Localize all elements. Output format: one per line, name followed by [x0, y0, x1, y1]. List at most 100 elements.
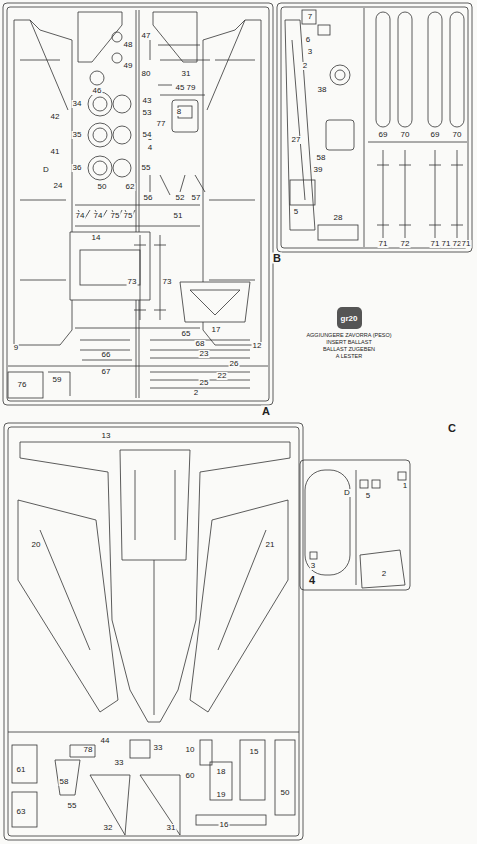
callout-number: 18	[216, 768, 227, 776]
callout-number: 14	[91, 234, 102, 242]
callout-number: D	[343, 489, 351, 497]
callout-number: 24	[53, 182, 64, 190]
callout-number: 70	[400, 131, 411, 139]
callout-number: 67	[101, 368, 112, 376]
callout-number: 59	[52, 376, 63, 384]
callout-number: 50	[97, 183, 108, 191]
callout-number: 58	[316, 154, 327, 162]
callout-number: 76	[17, 381, 28, 389]
callout-number: AGGIUNGERE ZAVORRA (PESO)	[305, 333, 392, 339]
callout-number: 71	[430, 240, 441, 248]
callout-number: 50	[280, 789, 291, 797]
callout-number: 27	[291, 136, 302, 144]
callout-number: 5	[365, 492, 371, 500]
callout-number: 74	[75, 212, 86, 220]
callout-number: 7	[307, 13, 313, 21]
callout-number: 31	[166, 824, 177, 832]
callout-number: 71	[461, 240, 472, 248]
callout-number: D	[42, 166, 50, 174]
callout-number: 4	[308, 575, 316, 586]
callout-number: 15	[249, 748, 260, 756]
callout-number: 80	[141, 70, 152, 78]
callout-number: 77	[156, 120, 167, 128]
callout-number: 41	[50, 148, 61, 156]
callout-number: 48	[123, 41, 134, 49]
callout-number: 2	[302, 62, 308, 70]
callout-number: 49	[123, 62, 134, 70]
callout-number: 23	[199, 350, 210, 358]
ballast-badge: gr20	[337, 307, 362, 329]
callout-number: 55	[67, 802, 78, 810]
callout-number: 10	[185, 746, 196, 754]
callout-number: 26	[229, 360, 240, 368]
callout-number: 3	[307, 48, 313, 56]
callout-number: 12	[252, 342, 263, 350]
callout-number: 68	[195, 340, 206, 348]
callout-number: A LESTER	[335, 354, 363, 360]
callout-number: 13	[101, 432, 112, 440]
callout-number: 16	[219, 821, 230, 829]
callout-number: 25	[199, 379, 210, 387]
callout-number: 22	[217, 372, 228, 380]
callout-number: 5	[293, 208, 299, 216]
callout-number: 70	[452, 131, 463, 139]
callout-number: 44	[100, 737, 111, 745]
callout-number: 31	[181, 70, 192, 78]
callout-number: 39	[313, 166, 324, 174]
callout-number: 2	[193, 389, 199, 397]
callout-number: 72	[400, 240, 411, 248]
callout-number: 17	[211, 326, 222, 334]
callout-number: 55	[141, 164, 152, 172]
callout-number: 43	[142, 97, 153, 105]
callout-number: 19	[216, 791, 227, 799]
callout-number: 71	[441, 240, 452, 248]
callout-number: 21	[265, 541, 276, 549]
callout-number: 36	[72, 164, 83, 172]
callout-number: 54	[142, 131, 153, 139]
callout-number: 71	[378, 240, 389, 248]
callout-number: 33	[153, 744, 164, 752]
callout-number: INSERT BALLAST	[325, 340, 373, 346]
callout-number: 60	[185, 772, 196, 780]
callout-number: 32	[103, 824, 114, 832]
callout-number: 66	[101, 351, 112, 359]
callout-number: 57	[191, 194, 202, 202]
callout-number: 78	[83, 746, 94, 754]
callout-number: A	[261, 406, 271, 417]
callout-number: 52	[175, 194, 186, 202]
callout-number: 33	[114, 759, 125, 767]
callout-number: 63	[16, 808, 27, 816]
callout-number: 69	[378, 131, 389, 139]
callout-number: C	[447, 423, 457, 434]
callout-number: 6	[305, 36, 311, 44]
badge-text: gr20	[341, 314, 358, 323]
callout-number: 73	[162, 278, 173, 286]
callout-number: 74	[93, 212, 104, 220]
callout-number: 61	[16, 766, 27, 774]
callout-number: 75	[110, 212, 121, 220]
callout-number: 34	[72, 100, 83, 108]
callout-number: B	[272, 253, 282, 264]
callout-number: 20	[31, 541, 42, 549]
callout-number: 79	[186, 84, 197, 92]
callout-number: 28	[333, 214, 344, 222]
callout-number: 9	[13, 344, 19, 352]
callout-number: 56	[143, 194, 154, 202]
callout-number: 42	[50, 113, 61, 121]
callout-number: 58	[59, 778, 70, 786]
callout-number: 45	[175, 84, 186, 92]
callout-number: 65	[181, 330, 192, 338]
callout-number: 46	[92, 87, 103, 95]
callout-number: BALLAST ZUGEBEN	[322, 347, 376, 353]
callout-number: 38	[317, 86, 328, 94]
callout-number: 3	[310, 562, 316, 570]
callout-number: 69	[430, 131, 441, 139]
callout-number: 51	[173, 212, 184, 220]
callout-number: 2	[381, 570, 387, 578]
callout-number: 8	[176, 108, 182, 116]
callout-number: 4	[147, 144, 153, 152]
callout-number: 75	[123, 212, 134, 220]
callout-number: 35	[72, 131, 83, 139]
callout-number: 73	[127, 278, 138, 286]
